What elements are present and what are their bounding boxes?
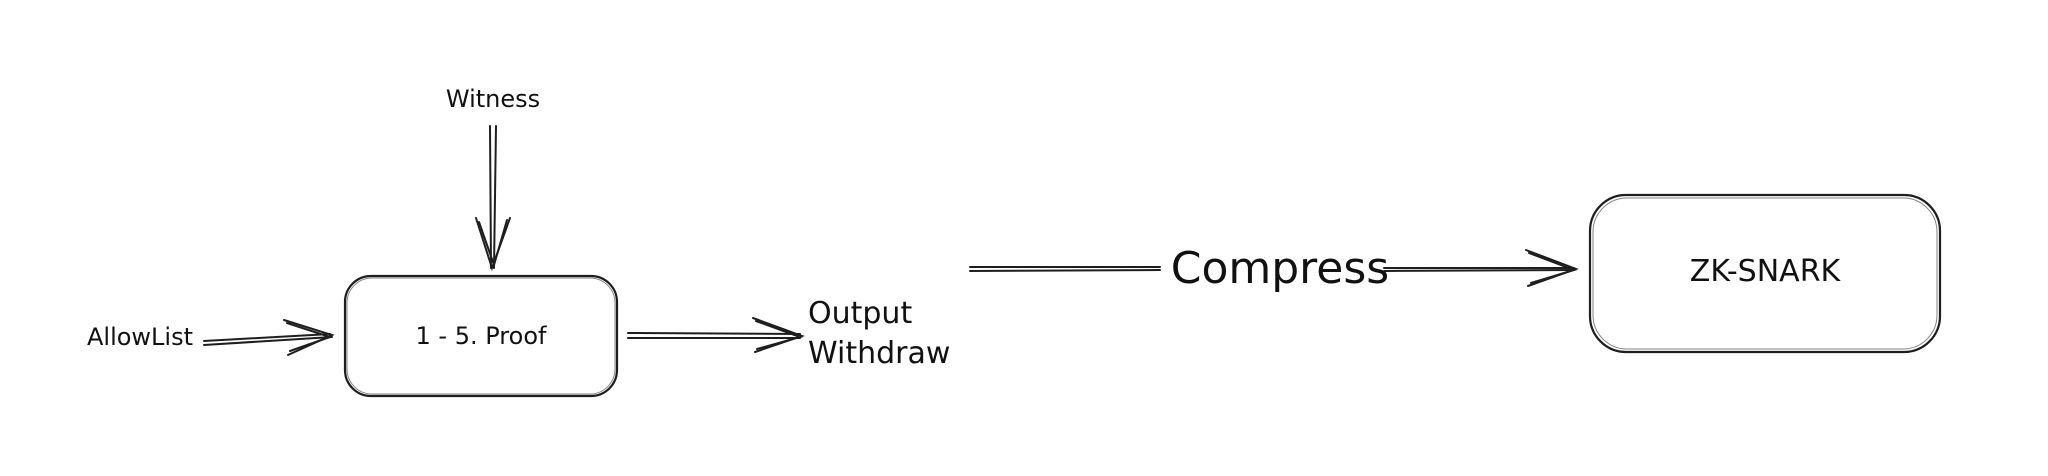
proof-label: 1 - 5. Proof [416, 322, 547, 350]
witness-label: Witness [446, 85, 540, 113]
output-label: Output [808, 296, 912, 331]
withdraw-label: Withdraw [808, 336, 950, 371]
allowlist-label: AllowList [87, 323, 193, 351]
proof-box: 1 - 5. Proof [343, 274, 619, 398]
zksnark-box: ZK-SNARK [1588, 193, 1942, 354]
proof-to-output-arrow [627, 317, 805, 353]
zksnark-label: ZK-SNARK [1690, 254, 1842, 289]
compress-line-left [969, 266, 1161, 272]
compress-to-zksnark-arrow [1383, 249, 1579, 287]
allowlist-to-proof-arrow [203, 319, 335, 356]
compress-label: Compress [1171, 243, 1389, 294]
witness-to-proof-arrow [475, 125, 511, 272]
